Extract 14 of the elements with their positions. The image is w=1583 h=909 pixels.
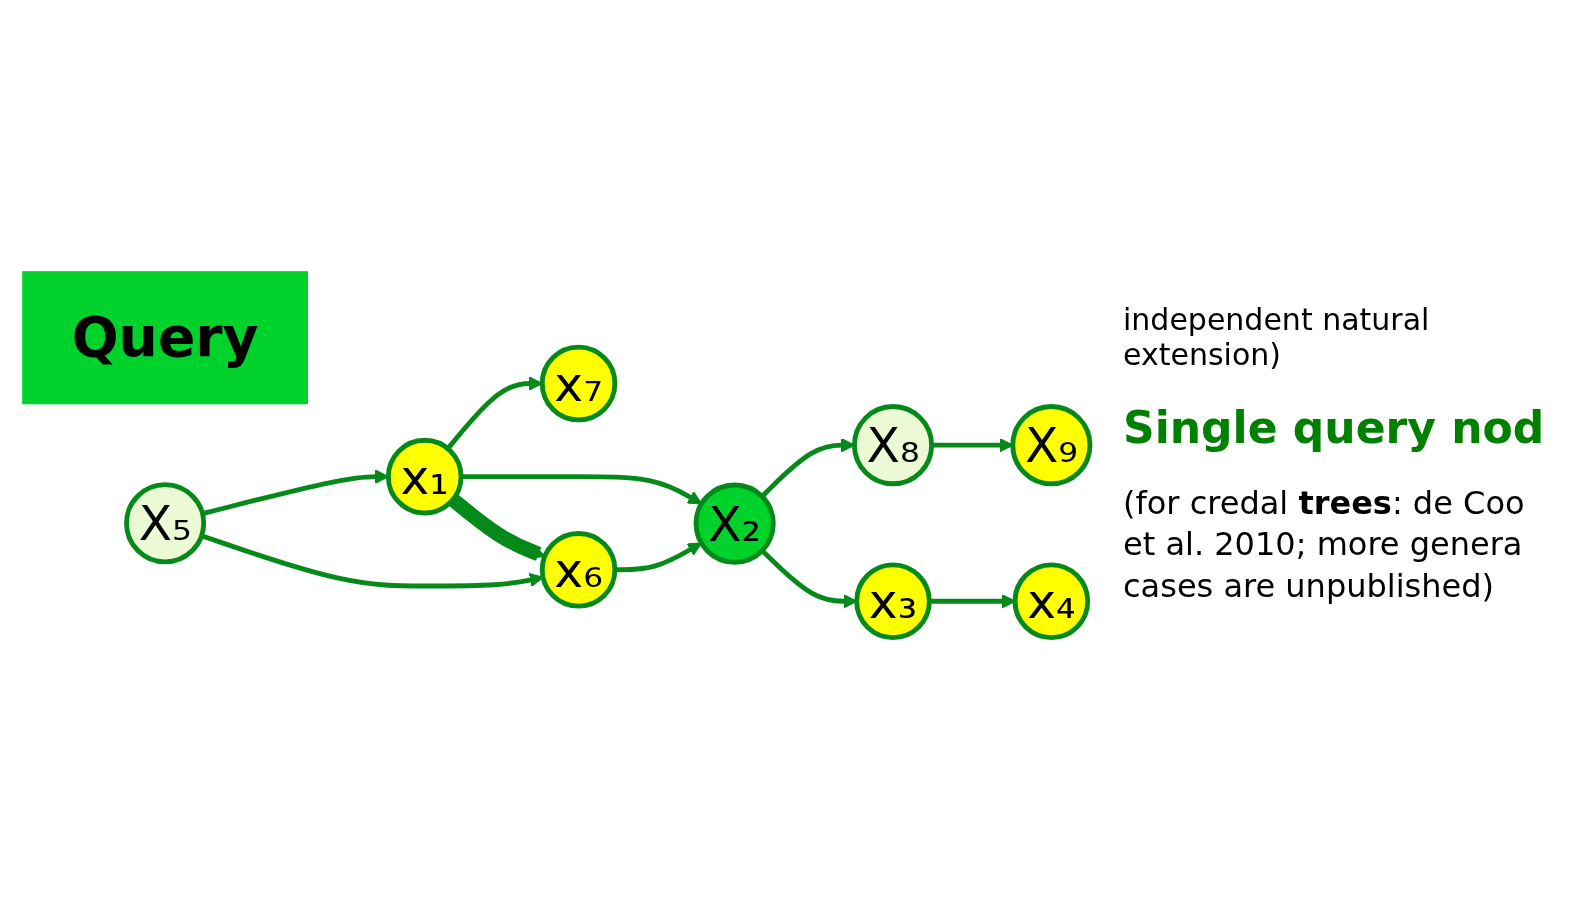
node-circle: x₆	[539, 530, 618, 609]
node-circle: x₇	[539, 344, 618, 422]
node-circle: X₅	[124, 481, 207, 564]
arrow	[461, 473, 703, 505]
heading: Single query nod	[1123, 401, 1546, 453]
note-text: independent natural extension)	[1123, 301, 1431, 372]
node-circle: x₄	[1012, 562, 1091, 640]
node-circle: x₁	[385, 437, 464, 516]
note-text: (for credal trees: de Coo et al. 2010; more genera cases are unpublished)	[1123, 482, 1526, 607]
node-circle: X₈	[851, 403, 935, 486]
node-circle: x₃	[854, 562, 932, 640]
node-circle: X₉	[1010, 403, 1093, 486]
node-box: Query	[22, 270, 308, 404]
node-circle: X₂	[693, 482, 776, 565]
